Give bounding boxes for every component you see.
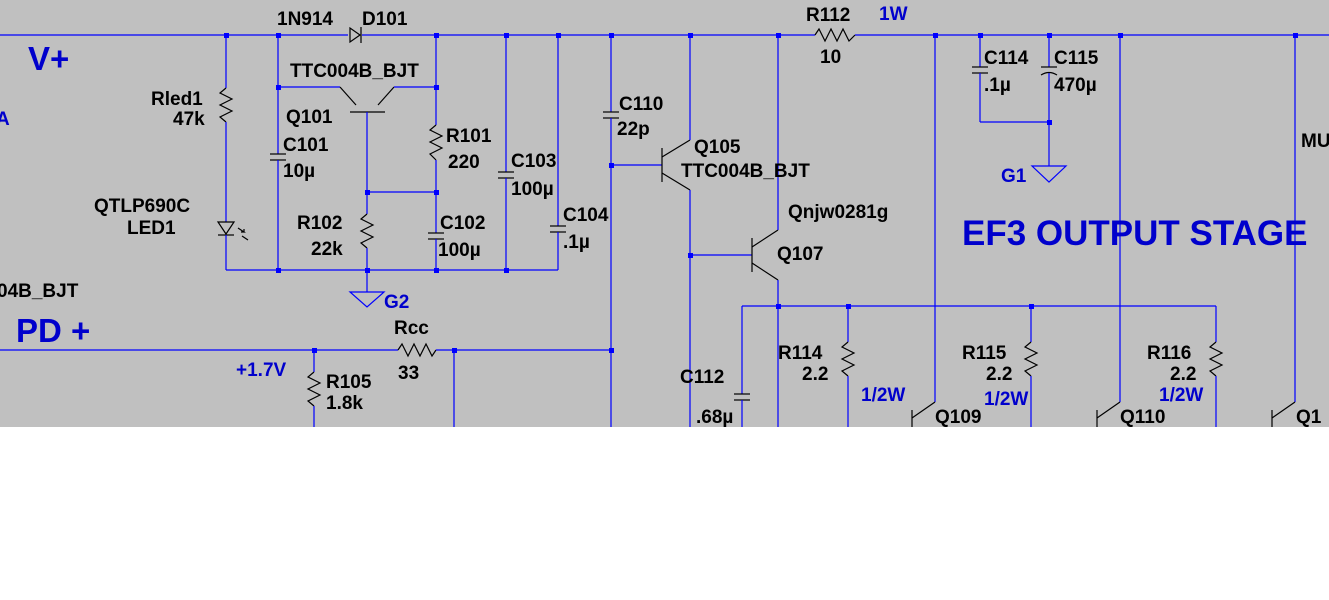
ground-g1	[1030, 165, 1068, 183]
rled1-val: 47k	[173, 109, 205, 130]
capacitor-c110[interactable]	[603, 111, 619, 119]
transistor-q101[interactable]	[339, 86, 395, 113]
rcc-val: 33	[398, 363, 420, 384]
schematic-wires	[0, 26, 1329, 427]
resistor-r114[interactable]	[840, 341, 856, 377]
c114-val: .1µ	[984, 75, 1011, 96]
transistor-q107[interactable]	[751, 229, 779, 281]
capacitor-c112[interactable]	[734, 393, 750, 401]
q11x-partial-ref: Q1	[1296, 407, 1322, 427]
c112-ref: C112	[680, 367, 725, 388]
resistor-r101[interactable]	[428, 124, 444, 161]
q110-ref: Q110	[1120, 407, 1166, 427]
r102-val: 22k	[311, 239, 343, 260]
q105-ref: Q105	[694, 137, 741, 158]
transistor-q110[interactable]	[1096, 401, 1121, 419]
resistor-rcc[interactable]	[397, 342, 437, 358]
c102-val: 100µ	[438, 240, 481, 261]
c103-val: 100µ	[511, 179, 554, 200]
c104-ref: C104	[563, 205, 609, 226]
r116-val: 2.2	[1170, 364, 1197, 385]
c115-ref: C115	[1054, 48, 1099, 69]
resistor-r105[interactable]	[306, 371, 322, 407]
r114-val: 2.2	[802, 364, 829, 385]
net-label-v17: +1.7V	[236, 360, 287, 381]
led-led1[interactable]	[216, 221, 249, 241]
rled1-ref: Rled1	[151, 89, 203, 110]
led1-ref: LED1	[127, 218, 176, 239]
q101-ref: Q101	[286, 107, 333, 128]
net-label-half-w-1: 1/2W	[861, 385, 906, 406]
transistor-q109[interactable]	[911, 401, 936, 419]
r105-ref: R105	[326, 372, 372, 393]
rcc-ref: Rcc	[394, 318, 429, 339]
c112-val: .68µ	[696, 407, 734, 427]
empty-area	[0, 427, 1329, 600]
r116-ref: R116	[1147, 343, 1192, 364]
resistor-r102[interactable]	[359, 213, 375, 249]
r112-ref: R112	[806, 5, 851, 26]
transistor-q11x[interactable]	[1271, 401, 1296, 419]
c115-val: 470µ	[1054, 75, 1097, 96]
r101-val: 220	[448, 152, 480, 173]
c110-ref: C110	[619, 94, 664, 115]
q101-model: TTC004B_BJT	[290, 61, 419, 82]
net-label-half-w-2: 1/2W	[984, 389, 1029, 410]
net-label-pdplus: PD +	[16, 312, 91, 349]
resistor-r116[interactable]	[1208, 341, 1224, 377]
c104-val: .1µ	[563, 232, 590, 253]
q109-ref: Q109	[935, 407, 982, 427]
diode-d101[interactable]	[349, 26, 362, 44]
capacitor-c103[interactable]	[498, 171, 514, 179]
r112-val: 10	[820, 47, 842, 68]
capacitor-c115[interactable]	[1040, 66, 1058, 76]
net-label-g1: G1	[1001, 166, 1027, 187]
c102-ref: C102	[440, 213, 486, 234]
r105-val: 1.8k	[326, 393, 363, 414]
resistor-r115[interactable]	[1023, 341, 1039, 377]
resistor-r112[interactable]	[814, 27, 856, 43]
schematic-canvas[interactable]: V+ PD + A 1W G1 G2 +1.7V 1/2W 1/2W 1/2W …	[0, 0, 1329, 427]
r101-ref: R101	[446, 126, 492, 147]
c101-val: 10µ	[283, 161, 316, 182]
q107-ref: Q107	[777, 244, 824, 265]
r115-ref: R115	[962, 343, 1007, 364]
junction-dots	[224, 33, 1298, 353]
net-label-1w: 1W	[879, 4, 908, 25]
net-label-g2: G2	[384, 292, 410, 313]
mu-partial-label: MU	[1301, 131, 1329, 152]
d101-model: 1N914	[277, 9, 333, 30]
transistor-q105[interactable]	[661, 139, 691, 191]
net-label-half-w-3: 1/2W	[1159, 385, 1204, 406]
led1-model: QTLP690C	[94, 196, 191, 217]
c101-ref: C101	[283, 135, 329, 156]
net-label-a-edge: A	[0, 109, 10, 130]
c103-ref: C103	[511, 151, 557, 172]
c110-val: 22p	[617, 119, 650, 140]
c114-ref: C114	[984, 48, 1029, 69]
d101-ref: D101	[362, 9, 408, 30]
q105-model: TTC004B_BJT	[681, 161, 810, 182]
r115-val: 2.2	[986, 364, 1013, 385]
block-title: EF3 OUTPUT STAGE	[962, 214, 1308, 253]
r114-ref: R114	[778, 343, 823, 364]
left-model-partial: 04B_BJT	[0, 281, 79, 302]
r102-ref: R102	[297, 213, 343, 234]
resistor-rled1[interactable]	[218, 87, 234, 123]
net-label-vplus: V+	[28, 40, 70, 77]
q107-model: Qnjw0281g	[788, 202, 889, 223]
